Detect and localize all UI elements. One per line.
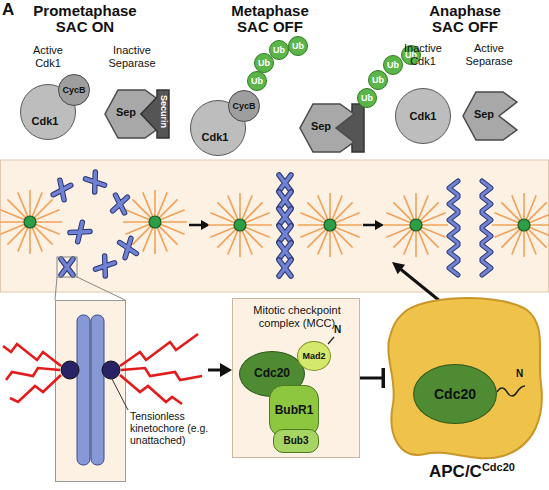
terminus-label: N xyxy=(516,368,528,380)
securin-protein: Securin xyxy=(141,90,169,138)
stage-title: Anaphase xyxy=(400,2,530,19)
node-text: Ub xyxy=(361,93,373,103)
bub3-protein: Bub3 xyxy=(273,429,319,453)
zoom-lines xyxy=(55,277,125,300)
separase-protein: Sep xyxy=(300,104,354,152)
cdk1-protein: Cdk1 xyxy=(395,88,451,144)
connector-line xyxy=(360,377,385,380)
node-text: CycB xyxy=(62,85,85,95)
activity-label: Active Cdk1 xyxy=(26,44,70,69)
ubiquitin: Ub xyxy=(269,40,289,60)
node-text: Tensionless kinetochore (e.g. unattached… xyxy=(130,410,224,446)
cyclin-b: CycB xyxy=(58,74,90,106)
checkpoint-state: SAC OFF xyxy=(205,18,335,35)
label-group: APC/CCdc20 xyxy=(429,461,515,482)
separase-protein: Sep xyxy=(463,92,517,140)
node-text: Ub xyxy=(258,58,270,68)
node-text: Ub xyxy=(372,75,384,85)
zoom-inset: Tensionless kinetochore (e.g. unattached… xyxy=(55,300,208,482)
apc-c-complex: APC/CCdc20Cdc20 xyxy=(385,296,547,486)
node-text: Bub3 xyxy=(284,435,309,447)
mcc-box: Mitotic checkpoint complex (MCC)Cdc20Mad… xyxy=(232,298,360,458)
node-text: Sep xyxy=(465,108,503,121)
ubiquitin: Ub xyxy=(368,70,388,90)
node-text: Cdk1 xyxy=(195,131,235,144)
node-text: Sep xyxy=(107,106,145,119)
node-text: Cdk1 xyxy=(25,115,65,128)
node-text: Ub xyxy=(292,41,304,51)
node-text: CycB xyxy=(232,101,255,111)
node-text: Cdc20 xyxy=(434,386,476,402)
mad2-protein: Mad2 xyxy=(297,341,331,371)
ubiquitin: Ub xyxy=(357,88,377,108)
node-text: Ub xyxy=(387,60,399,70)
node-text: Ub xyxy=(273,45,285,55)
prometaphase-cell xyxy=(0,172,187,277)
node-text: Cdc20 xyxy=(254,367,290,381)
metaphase-cell xyxy=(208,175,362,276)
stage-title: Prometaphase xyxy=(15,2,155,19)
checkpoint-state: SAC ON xyxy=(15,18,155,35)
node-text: APC/C xyxy=(429,462,482,481)
cyclin-b: CycB xyxy=(228,90,260,122)
node-text: Ub xyxy=(251,76,263,86)
activity-label: Inactive Cdk1 xyxy=(398,42,448,67)
node-text: Securin xyxy=(157,95,169,128)
zoomed-chromosome xyxy=(3,301,202,482)
arrow-head xyxy=(220,363,232,377)
node-text: Cdk1 xyxy=(410,110,437,123)
panel-letter: A xyxy=(2,0,18,20)
connector-arrow xyxy=(208,363,232,377)
cell-band xyxy=(1,160,549,292)
checkpoint-state: SAC OFF xyxy=(400,18,530,35)
node-text: Sep xyxy=(302,120,340,133)
ubiquitin: Ub xyxy=(247,71,267,91)
inhibition-bar xyxy=(382,368,386,388)
cdc20-protein: Cdc20 xyxy=(413,364,497,424)
node-text: Cdc20 xyxy=(482,461,515,473)
connector-arrow xyxy=(360,368,385,388)
node-text: BubR1 xyxy=(275,404,314,418)
stage-title: Metaphase xyxy=(205,2,335,19)
node-text: Mad2 xyxy=(302,351,325,361)
terminus-label: N xyxy=(334,324,346,336)
ubiquitin: Ub xyxy=(288,36,308,56)
connector-line xyxy=(208,369,222,372)
ubiquitin: Ub xyxy=(383,55,403,75)
anaphase-cell xyxy=(384,181,549,275)
activity-label: Active Separase xyxy=(463,42,515,67)
activity-label: Inactive Separase xyxy=(104,44,160,69)
